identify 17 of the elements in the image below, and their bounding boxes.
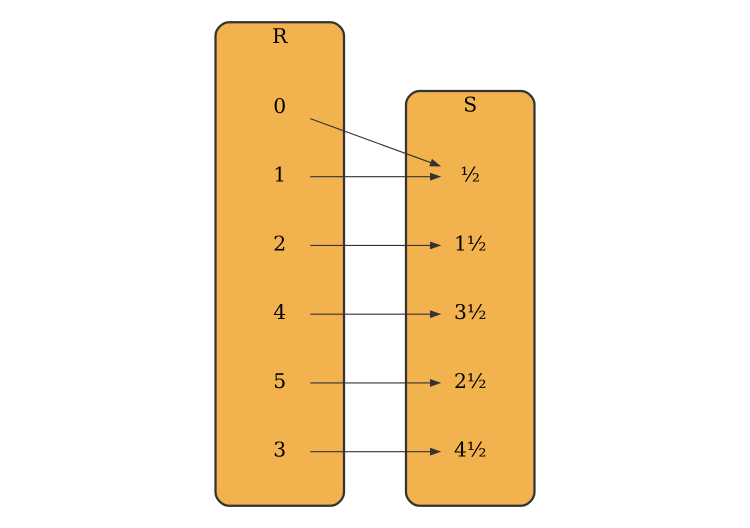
arrow (310, 241, 442, 250)
node-text: 0 (273, 94, 286, 118)
node-text: 2½ (454, 368, 487, 393)
node-text: 2 (273, 231, 286, 256)
node-text: ½ (460, 162, 480, 187)
arrow (310, 118, 442, 166)
arrow (310, 378, 442, 387)
arrow (310, 310, 442, 318)
node-text: 5 (273, 368, 286, 393)
node-text: 3½ (454, 300, 487, 324)
node-text: 1½ (454, 231, 487, 256)
arrow (310, 172, 442, 181)
node-text: 1 (273, 162, 286, 187)
arrow (310, 448, 442, 456)
node-text: 4 (273, 300, 286, 324)
node-text: 3 (273, 438, 286, 462)
node-text: 4½ (454, 438, 487, 462)
